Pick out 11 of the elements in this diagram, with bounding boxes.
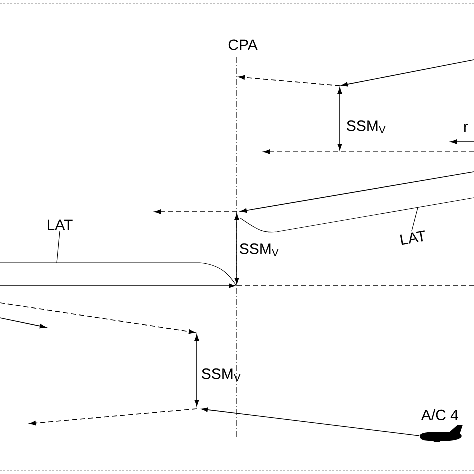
path-label: LAT xyxy=(400,230,425,246)
arrow xyxy=(202,408,420,436)
airplane-drawing xyxy=(420,425,463,442)
leader-line xyxy=(412,208,418,232)
text-label: CPA xyxy=(228,40,258,50)
text-label: r xyxy=(464,124,468,132)
text-label: SSM$_{V}$ xyxy=(240,244,279,256)
leader-line xyxy=(56,231,60,264)
text-label: SSM$_{V}$ xyxy=(347,120,386,134)
path-label: LAT xyxy=(48,220,73,230)
aircraft-label: A/C 4 xyxy=(421,410,458,420)
